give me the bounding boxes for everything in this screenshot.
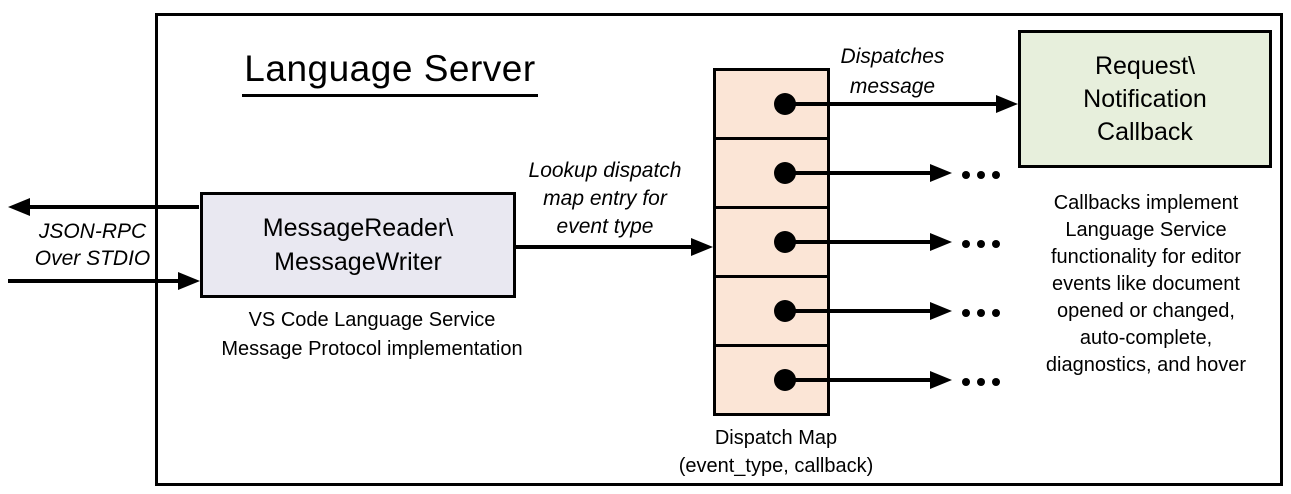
reader-caption: VS Code Language Service Message Protoco… (221, 309, 523, 360)
jsonrpc-stdio-label: JSON-RPC Over STDIO (34, 220, 151, 270)
dispatches-message-label: Dispatches message (840, 45, 945, 98)
dispatch-map-cell (716, 140, 827, 209)
message-reader-writer-label: MessageReader\ MessageWriter (262, 214, 454, 276)
language-server-boundary (155, 13, 1283, 486)
dispatch-map-cell (716, 278, 827, 347)
stdio-out-arrowhead-icon (8, 198, 30, 216)
dispatch-map-cell (716, 347, 827, 413)
dispatch-map-caption: Dispatch Map (event_type, callback) (678, 427, 874, 477)
callback-note: Callbacks implement Language Service fun… (1045, 192, 1247, 376)
request-notification-callback-label: Request\ Notification Callback (1083, 51, 1207, 146)
diagram-title: Language Server (242, 48, 538, 97)
dispatch-map (713, 68, 830, 416)
request-notification-callback-box: Request\ Notification Callback (1018, 30, 1272, 168)
message-reader-writer-box: MessageReader\ MessageWriter (200, 192, 516, 298)
lookup-dispatch-label: Lookup dispatch map entry for event type (528, 159, 682, 238)
dispatch-map-cell (716, 209, 827, 278)
title-container: Language Server (155, 48, 625, 97)
